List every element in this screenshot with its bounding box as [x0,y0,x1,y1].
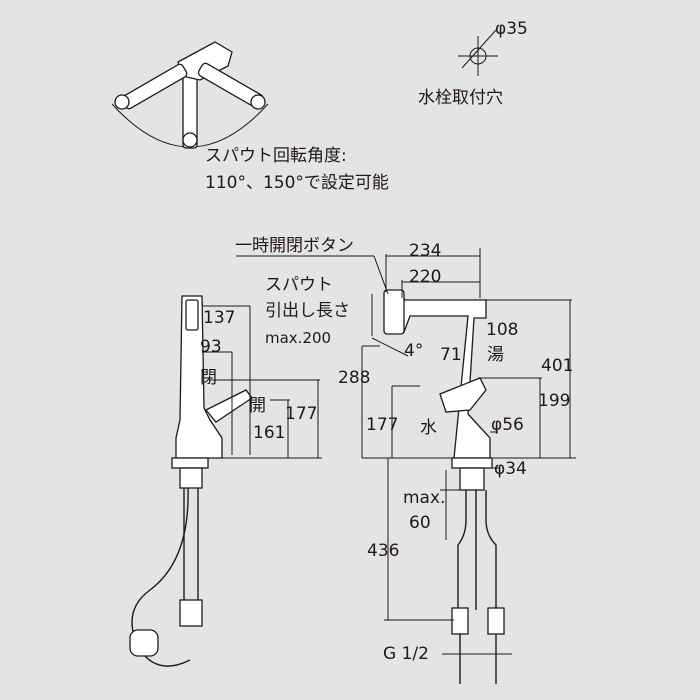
dim-234: 234 [409,241,441,261]
dim-max60-line2: 60 [409,513,431,533]
spout-label-line3: max.200 [265,329,331,347]
dim-137: 137 [203,308,235,328]
right-hose-1 [457,490,467,610]
dim-93: 93 [200,337,222,357]
label-cold: 水 [420,418,437,438]
dim-34: φ34 [494,459,527,479]
dim-177-left: 177 [285,404,317,424]
side-view-left [129,295,253,667]
dim-71: 71 [440,345,462,365]
dim-max60-line1: max. [403,488,445,508]
dim-401: 401 [541,356,573,376]
right-spout-head [383,289,405,335]
left-fitting [179,599,203,627]
spout-label-line2: 引出し長さ [265,301,350,321]
dim-288: 288 [338,368,370,388]
button-label: 一時開閉ボタン [235,236,354,256]
left-dimension-lines [202,305,322,459]
left-nut [179,467,203,489]
right-dimension-lines [361,248,576,655]
button-leader-diag [373,255,389,295]
dim-108: 108 [486,320,518,340]
right-lever [439,377,487,413]
rotation-view [111,41,269,149]
hole-label: 水栓取付穴 [418,88,503,108]
dim-161: 161 [253,423,285,443]
left-spout-head [185,299,199,331]
right-hose-3 [485,490,497,610]
right-base [451,457,493,469]
right-faucet-body [385,291,491,459]
label-open: 開 [249,396,266,416]
label-close: 閉 [200,368,217,388]
mounting-hole-symbol [458,29,498,76]
dim-angle-4: 4° [404,341,423,361]
left-base [171,457,209,469]
thread-label: G 1/2 [383,644,429,664]
rotation-left-tip [114,94,130,110]
rotation-spout-tip [182,132,198,148]
dim-56: φ56 [491,415,524,435]
right-fitting-2 [487,607,505,635]
dim-436: 436 [367,541,399,561]
left-lever [204,389,253,423]
angle-4-line [371,337,409,357]
dim-220: 220 [409,267,441,287]
dim-177-right: 177 [366,415,398,435]
spout-label-line1: スパウト [265,275,333,295]
dim-199: 199 [538,391,570,411]
front-view-right [383,289,505,684]
label-hot: 湯 [487,345,504,365]
hole-diameter: φ35 [495,19,528,39]
right-fitting-1 [451,607,469,635]
rotation-note-line1: スパウト回転角度: [205,146,347,166]
rotation-note-line2: 110°、150°で設定可能 [205,173,389,193]
hole-leader [461,29,497,69]
left-pull-hose [131,487,191,667]
right-nut [459,467,485,491]
left-weight [129,629,159,657]
rotation-right-tip [250,94,266,110]
